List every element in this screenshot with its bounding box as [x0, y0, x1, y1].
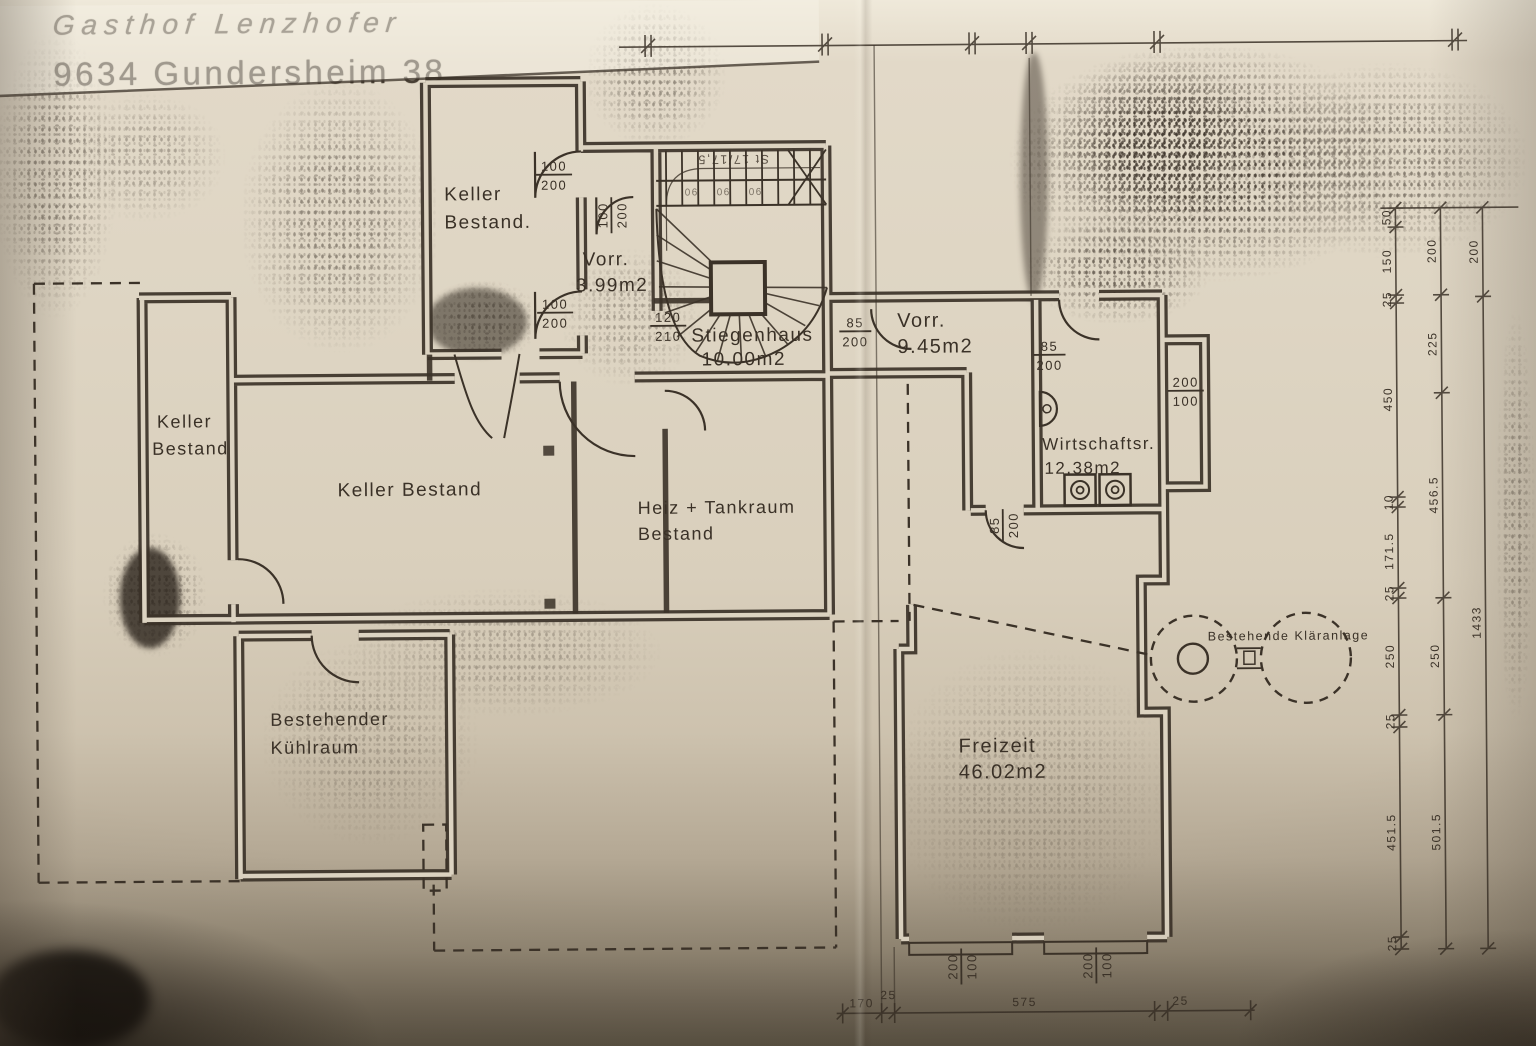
svg-text:200: 200 [1173, 375, 1199, 390]
label-klaeranlage: Bestehende Kläranlage [1208, 628, 1370, 643]
svg-text:46.02m2: 46.02m2 [959, 761, 1048, 784]
svg-text:1433: 1433 [1469, 606, 1483, 639]
septic-tanks [1149, 611, 1353, 704]
room-wirtschaftsraum: Wirtschaftsr. [1042, 434, 1155, 454]
svg-text:Bestand.: Bestand. [444, 212, 531, 234]
svg-text:25: 25 [1385, 935, 1399, 951]
svg-text:25: 25 [880, 988, 896, 1002]
svg-text:200: 200 [945, 953, 960, 979]
svg-text:150: 150 [1380, 249, 1394, 274]
door-label: 85 200 [839, 315, 872, 349]
svg-text:Bestand: Bestand [152, 438, 229, 459]
hotplate-icon [1098, 472, 1132, 507]
tread-width: 90 [747, 185, 761, 196]
svg-text:85: 85 [987, 516, 1002, 534]
svg-text:250: 250 [1428, 643, 1442, 668]
room-stiegenhaus: Stiegenhaus [691, 325, 813, 347]
tread-width: 90 [715, 185, 729, 196]
svg-text:501.5: 501.5 [1429, 813, 1443, 851]
svg-text:200: 200 [1080, 952, 1095, 978]
svg-text:171.5: 171.5 [1382, 532, 1396, 570]
svg-text:85: 85 [846, 315, 864, 330]
svg-text:3.99m2: 3.99m2 [576, 275, 649, 297]
svg-text:451.5: 451.5 [1384, 813, 1398, 851]
room-kuehlraum: Bestehender [270, 709, 389, 730]
room-vorr-small: Vorr. [583, 249, 630, 270]
svg-text:Bestand: Bestand [638, 523, 715, 544]
sheet-edge [0, 0, 820, 98]
svg-text:225: 225 [1425, 331, 1439, 356]
svg-text:9.45m2: 9.45m2 [897, 335, 973, 358]
svg-text:25: 25 [1383, 713, 1397, 729]
svg-text:200: 200 [614, 202, 629, 228]
room-vorr-big: Vorr. [897, 310, 946, 332]
door-label: 85 200 [987, 509, 1021, 542]
stair-note: St 17/17,5 [697, 152, 769, 167]
svg-text:25: 25 [1380, 291, 1394, 307]
svg-text:10.00m2: 10.00m2 [701, 349, 786, 371]
svg-text:210: 210 [655, 329, 681, 344]
svg-text:100: 100 [964, 953, 979, 979]
svg-text:575: 575 [1012, 995, 1037, 1009]
room-keller-main: Keller Bestand [337, 479, 482, 501]
room-heizraum: Heiz + Tankraum [638, 497, 796, 518]
svg-text:170: 170 [849, 996, 874, 1010]
svg-text:200: 200 [1467, 239, 1481, 264]
tread-width: 90 [683, 186, 697, 197]
svg-text:250: 250 [1383, 644, 1397, 669]
svg-text:85: 85 [1041, 339, 1059, 354]
svg-text:200: 200 [541, 178, 567, 193]
svg-text:50: 50 [1379, 209, 1393, 225]
svg-text:25: 25 [1172, 994, 1188, 1008]
room-keller-top: Keller [444, 184, 502, 205]
svg-text:12.38m2: 12.38m2 [1044, 458, 1121, 478]
bottom-dimension-line: 170 25 575 25 [836, 988, 1258, 1024]
door-label: 120 210 [650, 310, 687, 344]
svg-text:200: 200 [1425, 238, 1439, 263]
svg-text:100: 100 [595, 202, 610, 228]
svg-text:200: 200 [1036, 358, 1062, 373]
svg-text:Kühlraum: Kühlraum [270, 737, 359, 758]
svg-text:100: 100 [1099, 952, 1114, 978]
svg-text:100: 100 [1173, 394, 1199, 409]
svg-text:10: 10 [1382, 494, 1396, 510]
svg-text:200: 200 [1006, 512, 1021, 538]
svg-text:100: 100 [542, 297, 568, 312]
svg-text:456.5: 456.5 [1426, 476, 1440, 514]
svg-text:200: 200 [842, 334, 868, 349]
svg-text:120: 120 [655, 310, 681, 325]
svg-text:450: 450 [1381, 387, 1395, 412]
window-label: 200 100 [1167, 375, 1204, 409]
room-freizeit: Freizeit [958, 735, 1036, 758]
svg-text:100: 100 [541, 159, 567, 174]
svg-text:25: 25 [1382, 585, 1396, 601]
right-dimension-chains: 50 150 25 450 10 171.5 25 250 25 451.5 2… [1379, 200, 1519, 956]
hotplate-icon [1063, 473, 1097, 507]
svg-text:200: 200 [542, 316, 568, 331]
room-keller-left: Keller [157, 411, 212, 431]
